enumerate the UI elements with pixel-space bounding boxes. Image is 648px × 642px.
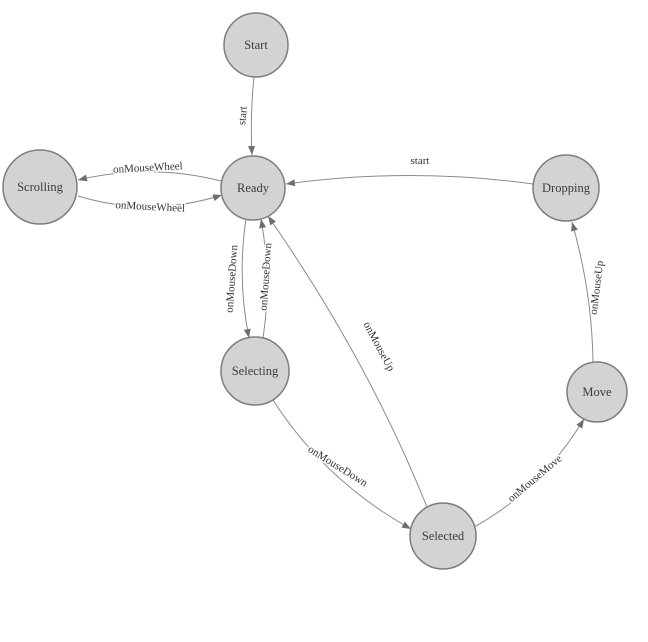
- transition-label: start: [411, 155, 430, 167]
- state-label: Selecting: [232, 364, 279, 378]
- transition-label: onMouseDown: [258, 242, 275, 311]
- transition-line[interactable]: [259, 218, 268, 339]
- state-circle[interactable]: [532, 154, 600, 222]
- transition-label: onMouseMove: [506, 453, 565, 505]
- state-label: Ready: [237, 181, 270, 195]
- state-label: Scrolling: [17, 180, 64, 194]
- transition-line[interactable]: [285, 175, 534, 187]
- transition-line[interactable]: [248, 76, 256, 156]
- state-label: Start: [244, 38, 268, 52]
- state-circle[interactable]: [2, 149, 78, 225]
- state-node-start[interactable]: Start: [223, 12, 289, 78]
- state-node-selected[interactable]: Selected: [409, 502, 477, 570]
- transition-dropping-to-ready[interactable]: start: [285, 154, 534, 187]
- transition-label: onMouseDown: [224, 244, 241, 313]
- transition-line[interactable]: [571, 221, 594, 363]
- transition-line[interactable]: [241, 218, 251, 339]
- transition-ready-to-scrolling[interactable]: onMouseWheel: [77, 159, 222, 182]
- state-label: Selected: [422, 529, 465, 543]
- transition-line[interactable]: [77, 194, 223, 208]
- state-node-scrolling[interactable]: Scrolling: [2, 149, 78, 225]
- state-node-move[interactable]: Move: [566, 361, 628, 423]
- state-node-selecting[interactable]: Selecting: [220, 336, 290, 406]
- transition-move-to-dropping[interactable]: onMouseUp: [571, 221, 608, 363]
- transition-label: onMouseUp: [588, 259, 607, 315]
- transition-label: onMouseUp: [361, 320, 397, 374]
- transition-start-to-ready[interactable]: start: [235, 76, 256, 156]
- transition-ready-to-selecting[interactable]: onMouseDown: [222, 218, 251, 339]
- state-circle[interactable]: [220, 336, 290, 406]
- transition-line[interactable]: [272, 399, 412, 530]
- transition-selecting-to-ready[interactable]: onMouseDown: [256, 218, 276, 339]
- transition-label: onMouseWheel: [113, 160, 183, 176]
- transition-label: start: [236, 106, 250, 126]
- transition-selected-to-ready[interactable]: onMouseUp: [267, 215, 428, 508]
- transition-selecting-to-selected[interactable]: onMouseDown: [272, 399, 412, 530]
- transition-line[interactable]: [473, 418, 585, 528]
- transition-line[interactable]: [77, 171, 222, 182]
- transition-scrolling-to-ready[interactable]: onMouseWheel: [77, 194, 223, 216]
- state-node-ready[interactable]: Ready: [220, 155, 286, 221]
- state-circle[interactable]: [409, 502, 477, 570]
- transition-line[interactable]: [267, 215, 428, 508]
- state-circle[interactable]: [223, 12, 289, 78]
- state-label: Move: [582, 385, 612, 399]
- state-label: Dropping: [542, 181, 591, 195]
- state-circle[interactable]: [220, 155, 286, 221]
- state-node-dropping[interactable]: Dropping: [532, 154, 600, 222]
- transition-label: onMouseWheel: [115, 199, 185, 215]
- transition-selected-to-move[interactable]: onMouseMove: [473, 418, 585, 528]
- transition-label: onMouseDown: [306, 443, 370, 489]
- state-circle[interactable]: [566, 361, 628, 423]
